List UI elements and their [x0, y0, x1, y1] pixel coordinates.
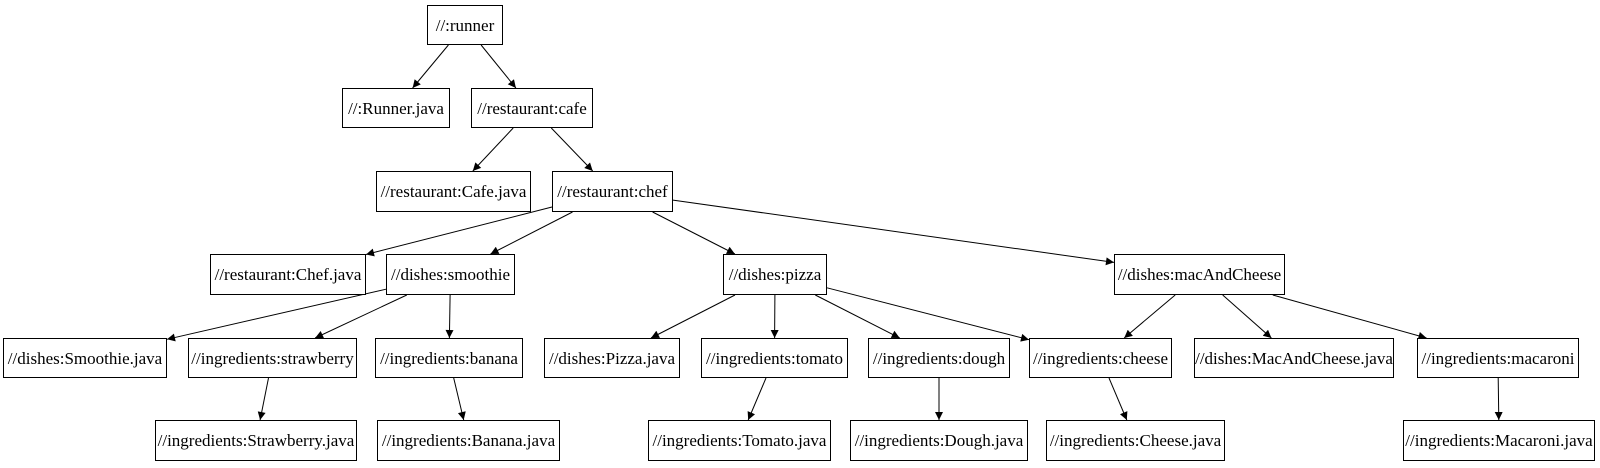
node-label: //ingredients:tomato	[706, 348, 843, 368]
node-label: //ingredients:strawberry	[191, 348, 354, 368]
edge-strawberry-to-strawberry-java	[257, 377, 269, 421]
node-dough: //ingredients:dough	[868, 338, 1010, 378]
node-pizza-java: //dishes:Pizza.java	[544, 338, 680, 378]
node-smoothie-java: //dishes:Smoothie.java	[3, 338, 167, 378]
edge-chef-to-pizza	[652, 211, 736, 255]
edge-smoothie-to-smoothie-java	[166, 288, 387, 342]
edge-smoothie-to-strawberry	[314, 294, 408, 339]
edge-chef-to-smoothie	[490, 211, 573, 255]
node-macaroni-java: //ingredients:Macaroni.java	[1403, 420, 1595, 461]
node-label: //:runner	[435, 15, 495, 35]
node-strawberry: //ingredients:strawberry	[188, 338, 357, 378]
edge-tomato-to-tomato-java	[747, 377, 767, 421]
node-label: //ingredients:banana	[380, 348, 518, 368]
node-cafe: //restaurant:cafe	[471, 88, 593, 128]
node-runner: //:runner	[427, 5, 503, 45]
node-label: //restaurant:chef	[557, 182, 668, 201]
node-chef: //restaurant:chef	[552, 171, 673, 212]
edge-banana-to-banana-java	[453, 377, 466, 421]
edge-macaroni-to-macaroni-java	[1494, 377, 1503, 421]
node-label: //ingredients:Dough.java	[854, 431, 1024, 450]
edge-cheese-to-cheese-java	[1108, 377, 1128, 421]
edge-cafe-to-chef	[550, 127, 594, 172]
node-mac-and-cheese: //dishes:macAndCheese	[1114, 254, 1285, 295]
node-label: //restaurant:Chef.java	[214, 265, 362, 284]
node-label: //ingredients:cheese	[1032, 348, 1168, 368]
edge-cafe-to-cafe-java	[472, 127, 514, 172]
edge-smoothie-to-banana	[445, 294, 454, 339]
node-cheese-java: //ingredients:Cheese.java	[1046, 420, 1225, 461]
node-label: //ingredients:Tomato.java	[652, 431, 827, 450]
node-chef-java: //restaurant:Chef.java	[210, 254, 366, 295]
edge-mac-and-cheese-to-mac-and-cheese-java	[1222, 294, 1272, 339]
node-runner-java: //:Runner.java	[342, 88, 450, 128]
node-label: //dishes:Smoothie.java	[7, 348, 163, 368]
node-label: //:Runner.java	[348, 98, 444, 118]
node-label: //ingredients:macaroni	[1421, 348, 1575, 368]
node-label: //restaurant:cafe	[477, 98, 587, 118]
node-strawberry-java: //ingredients:Strawberry.java	[155, 420, 357, 461]
node-label: //dishes:Pizza.java	[548, 348, 676, 368]
node-banana-java: //ingredients:Banana.java	[377, 420, 560, 461]
node-smoothie: //dishes:smoothie	[386, 254, 515, 295]
node-label: //dishes:pizza	[728, 265, 822, 284]
edge-pizza-to-pizza-java	[650, 294, 736, 339]
edge-chef-to-mac-and-cheese	[672, 199, 1115, 266]
node-pizza: //dishes:pizza	[723, 254, 827, 295]
node-tomato: //ingredients:tomato	[701, 338, 848, 378]
node-label: //dishes:macAndCheese	[1117, 265, 1282, 284]
edge-pizza-to-dough	[815, 294, 900, 339]
node-label: //ingredients:Cheese.java	[1049, 431, 1222, 450]
node-label: //ingredients:Macaroni.java	[1405, 431, 1593, 450]
node-label: //dishes:smoothie	[391, 265, 510, 284]
node-label: //ingredients:dough	[872, 348, 1006, 368]
node-label: //ingredients:Strawberry.java	[157, 431, 355, 450]
node-label: //restaurant:Cafe.java	[380, 182, 527, 201]
node-label: //dishes:MacAndCheese.java	[1195, 348, 1393, 368]
node-mac-and-cheese-java: //dishes:MacAndCheese.java	[1194, 338, 1394, 378]
edge-pizza-to-cheese	[826, 287, 1030, 342]
node-dough-java: //ingredients:Dough.java	[850, 420, 1028, 461]
node-tomato-java: //ingredients:Tomato.java	[648, 420, 831, 461]
node-macaroni: //ingredients:macaroni	[1417, 338, 1579, 378]
node-label: //ingredients:Banana.java	[381, 431, 556, 450]
node-cheese: //ingredients:cheese	[1029, 338, 1172, 378]
node-cafe-java: //restaurant:Cafe.java	[376, 171, 531, 212]
edge-chef-to-chef-java	[365, 206, 553, 257]
edge-runner-to-runner-java	[412, 44, 449, 89]
edge-mac-and-cheese-to-cheese	[1123, 294, 1176, 339]
node-banana: //ingredients:banana	[375, 338, 523, 378]
edge-runner-to-cafe	[480, 44, 517, 89]
edge-mac-and-cheese-to-macaroni	[1272, 294, 1427, 340]
